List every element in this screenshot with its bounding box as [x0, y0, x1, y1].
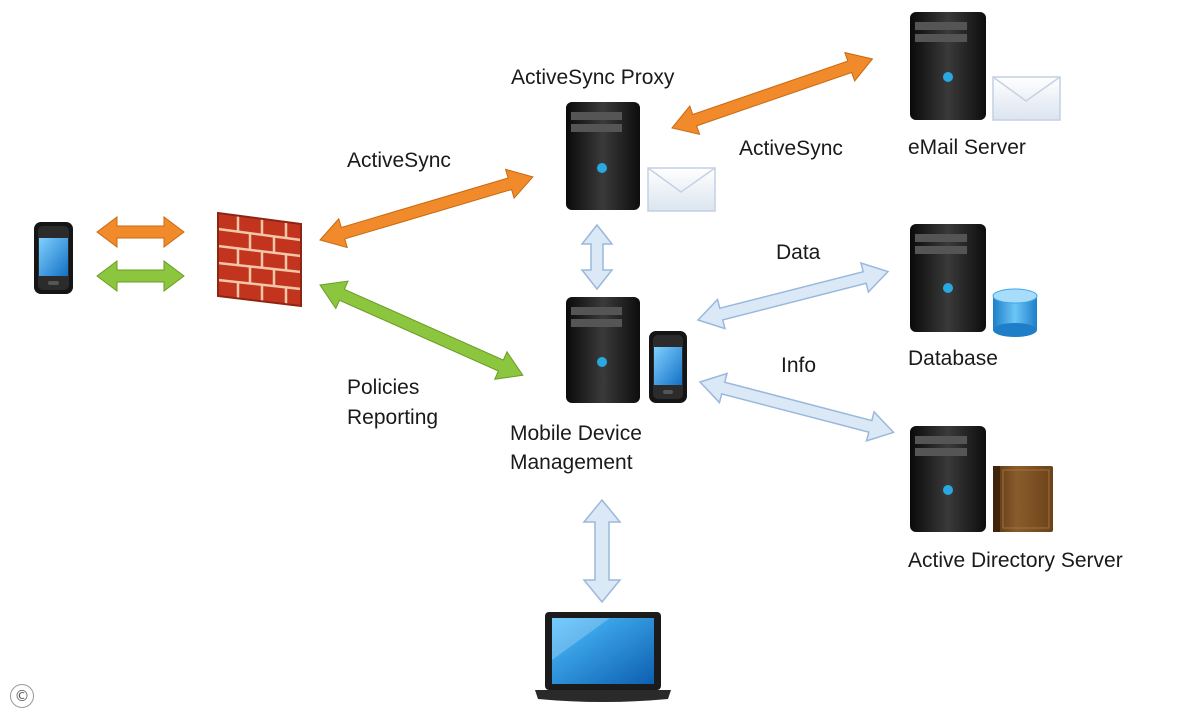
- email-server-icon: [910, 12, 986, 120]
- phone-firewall-policy-arrow: [96, 260, 185, 292]
- proxy-mdm-arrow: [580, 223, 614, 291]
- firewall-proxy-activesync-arrow: [319, 168, 534, 249]
- database-label: Database: [908, 347, 998, 370]
- database-icon: [992, 288, 1038, 337]
- info-label: Info: [781, 354, 817, 377]
- activesync-left-label: ActiveSync: [347, 149, 451, 172]
- policies-label: Policies: [347, 376, 420, 399]
- active-directory-label: Active Directory Server: [908, 549, 1123, 572]
- email-server-label: eMail Server: [908, 136, 1026, 159]
- mdm-laptop-arrow: [582, 498, 622, 604]
- mdm-label-line1: Mobile Device: [510, 422, 642, 445]
- mdm-label-line2: Management: [510, 451, 633, 474]
- directory-book-icon: [993, 466, 1053, 532]
- mdm-database-data-arrow: [696, 261, 890, 330]
- activesync-proxy-server-icon: [566, 102, 640, 210]
- copyright-icon: ©: [10, 684, 34, 708]
- laptop-icon: [535, 612, 671, 702]
- proxy-email-activesync-arrow: [671, 51, 874, 136]
- data-label: Data: [776, 241, 821, 264]
- proxy-envelope-icon: [647, 167, 716, 212]
- mdm-server-icon: [566, 297, 640, 403]
- mdm-phone-icon: [649, 331, 687, 403]
- firewall-icon: [217, 211, 302, 308]
- reporting-label: Reporting: [347, 406, 439, 429]
- email-envelope-icon: [992, 76, 1061, 121]
- mobile-phone-icon: [34, 222, 73, 294]
- activesync-proxy-label: ActiveSync Proxy: [511, 66, 675, 89]
- phone-firewall-activesync-arrow: [96, 216, 185, 248]
- mdm-directory-info-arrow: [698, 372, 895, 443]
- firewall-mdm-policy-arrow: [319, 280, 524, 380]
- activesync-right-label: ActiveSync: [739, 137, 843, 160]
- database-server-icon: [910, 224, 986, 332]
- active-directory-server-icon: [910, 426, 986, 532]
